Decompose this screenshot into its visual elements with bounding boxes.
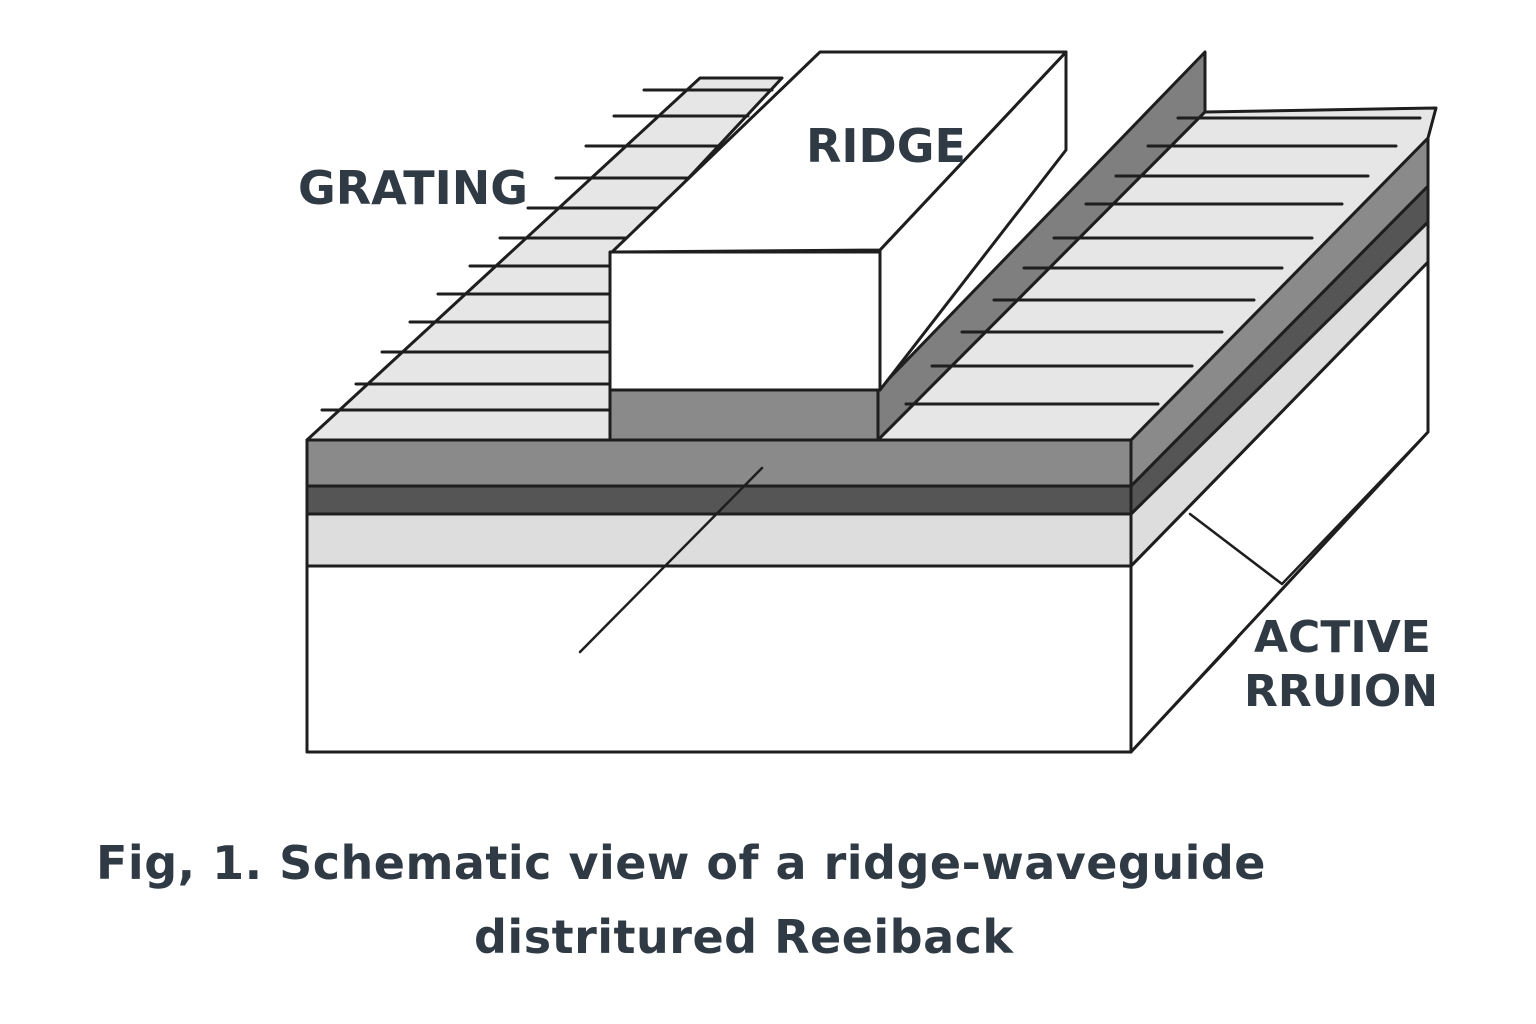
active-pointer-line (578, 466, 764, 654)
lower-cladding-front (305, 512, 1133, 568)
active-region-label-line-1: ACTIVE (1254, 612, 1431, 663)
ridge-front (608, 250, 882, 392)
active-region-label-line-2: RRUION (1244, 666, 1438, 717)
upper-cladding-front (305, 438, 1133, 488)
active-label-pointer (1129, 638, 1238, 754)
figure-caption-line-2: distritured Reeiback (474, 910, 1014, 964)
ridge-base (608, 388, 880, 442)
figure-caption-line-1: Fig, 1. Schematic view of a ridge-wavegu… (96, 836, 1266, 890)
grating-teeth-left (320, 88, 774, 412)
grating-label: GRATING (298, 161, 528, 215)
active-label-bracket (1188, 430, 1430, 586)
grating-teeth-right (904, 116, 1422, 406)
ridge-label: RIDGE (806, 119, 966, 173)
substrate-front (305, 564, 1133, 754)
grating-surface-right (876, 106, 1438, 442)
